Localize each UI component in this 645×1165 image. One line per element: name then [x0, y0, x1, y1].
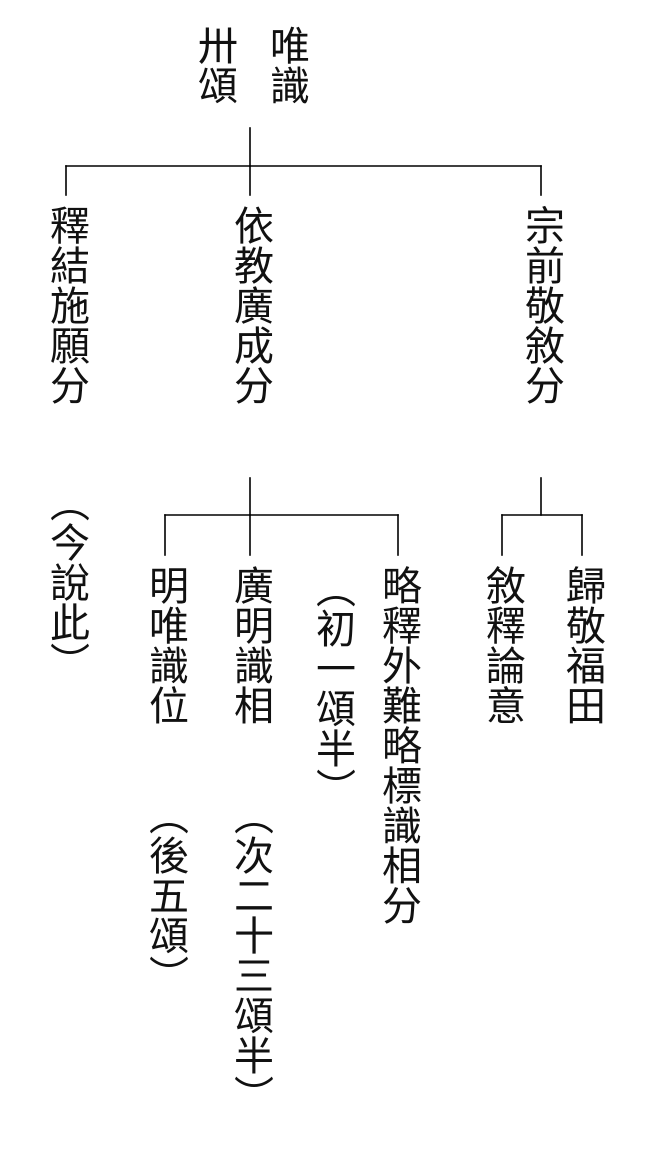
- right-section-title: 宗前敬敘分: [518, 205, 564, 405]
- branch-brief-explanation-note: （初一頌半）: [309, 568, 355, 808]
- branch-stages-title: 明唯識位: [142, 565, 188, 725]
- root-column-left: 卅頌: [191, 25, 237, 105]
- branch-intent-title: 敘釋論意: [479, 565, 525, 725]
- middle-section-title: 依教廣成分: [227, 205, 273, 405]
- left-section-note: （今說此）: [43, 482, 89, 682]
- branch-brief-explanation-title: 略釋外難略標識相分: [375, 565, 421, 925]
- branch-extensive-title: 廣明識相: [227, 565, 273, 725]
- root-column-right: 唯識: [263, 25, 309, 105]
- branch-homage-title: 歸敬福田: [559, 565, 605, 725]
- branch-extensive-note: （次二十三頌半）: [227, 795, 273, 1115]
- left-section-title: 釋結施願分: [43, 205, 89, 405]
- branch-stages-note: （後五頌）: [142, 795, 188, 995]
